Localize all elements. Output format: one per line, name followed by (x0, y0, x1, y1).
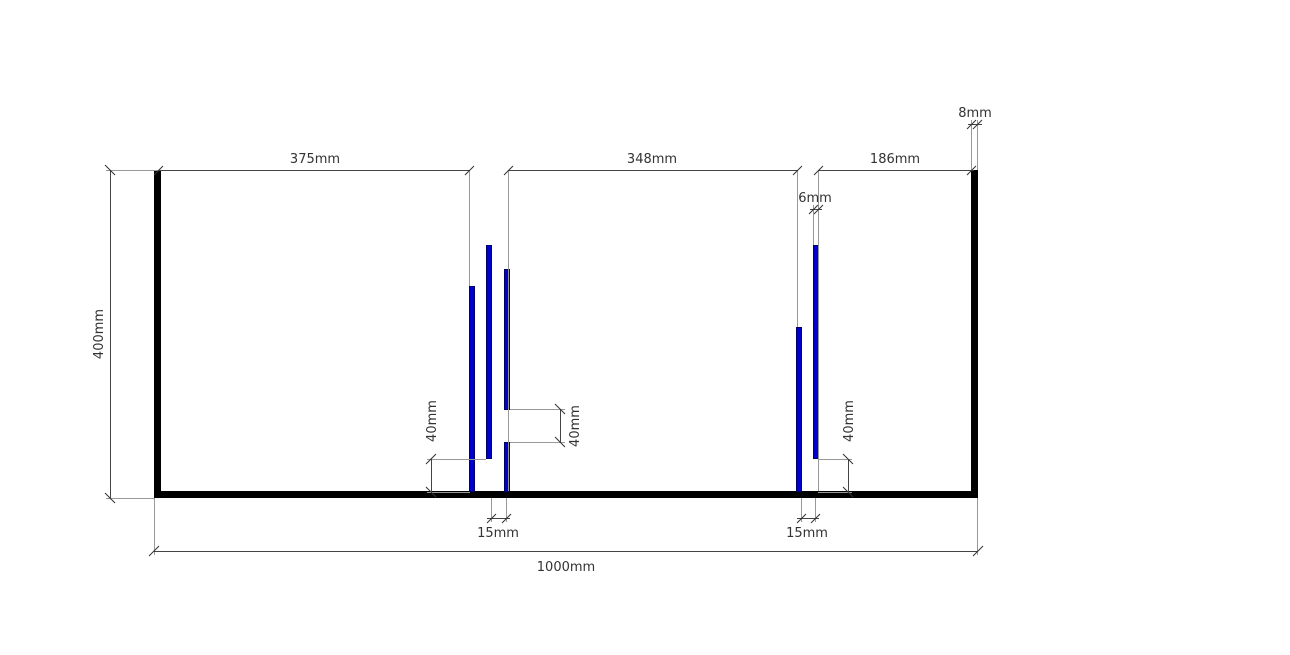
dim-offset-right: 15mm (786, 526, 828, 541)
panel-3-lower (504, 442, 510, 492)
dimension-ticks (104, 119, 984, 557)
panel-5 (813, 245, 819, 459)
dim-middle-section: 348mm (627, 152, 677, 167)
panel-1 (469, 286, 475, 492)
dim-wall-thickness: 8mm (958, 106, 992, 121)
bottom-wall (154, 491, 978, 498)
dim-bottom-gap-right: 40mm (842, 400, 857, 442)
panel-4 (796, 327, 802, 492)
left-wall (154, 170, 161, 498)
dim-offset-left: 15mm (477, 526, 519, 541)
dim-panel-gap: 6mm (798, 191, 832, 206)
panels (469, 245, 819, 492)
dim-bottom-gap-left: 40mm (425, 400, 440, 442)
dimension-lines (110, 124, 982, 552)
dim-right-section: 186mm (870, 152, 920, 167)
dim-left-section: 375mm (290, 152, 340, 167)
dim-split-gap: 40mm (568, 405, 583, 447)
dim-height: 400mm (92, 309, 107, 359)
panel-2 (486, 245, 492, 459)
dim-total-width: 1000mm (537, 560, 595, 575)
right-wall (971, 170, 978, 498)
extension-lines (106, 120, 978, 555)
panel-3-upper (504, 269, 510, 410)
frame (154, 170, 978, 498)
